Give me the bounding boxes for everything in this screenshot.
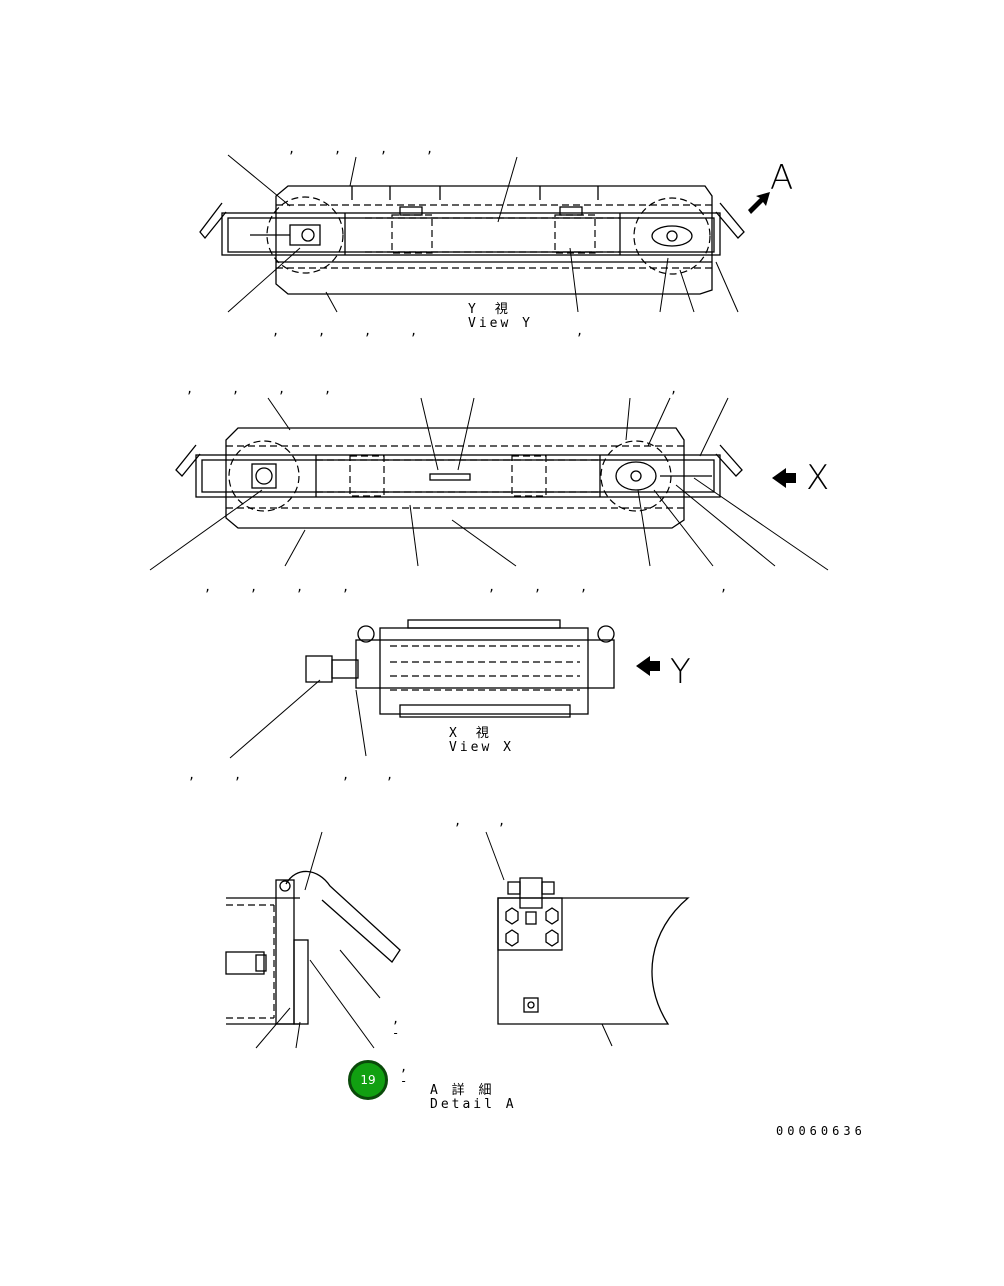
detail-a-title-jp: A 詳 細 xyxy=(430,1083,495,1098)
arrow-y-label: Y xyxy=(670,652,691,692)
view-y-drawing xyxy=(199,154,770,313)
view-x-title-jp: X 視 xyxy=(449,726,492,741)
detail-a-left-drawing xyxy=(225,831,401,1049)
arrow-a-label: A xyxy=(770,158,794,198)
detail-a-right-drawing xyxy=(485,831,690,1047)
view-y-title-jp: Y 視 xyxy=(468,302,511,317)
drawing-number: 00060636 xyxy=(776,1124,866,1138)
view-y-title-en: View Y xyxy=(468,316,533,331)
view-x-title-en: View X xyxy=(449,740,514,755)
detail-a-title-en: Detail A xyxy=(430,1097,517,1112)
main-view-drawing xyxy=(149,397,829,571)
view-x-drawing xyxy=(229,619,660,759)
arrow-x-label: X xyxy=(806,458,830,498)
page-number-badge[interactable]: 19 xyxy=(348,1060,388,1100)
